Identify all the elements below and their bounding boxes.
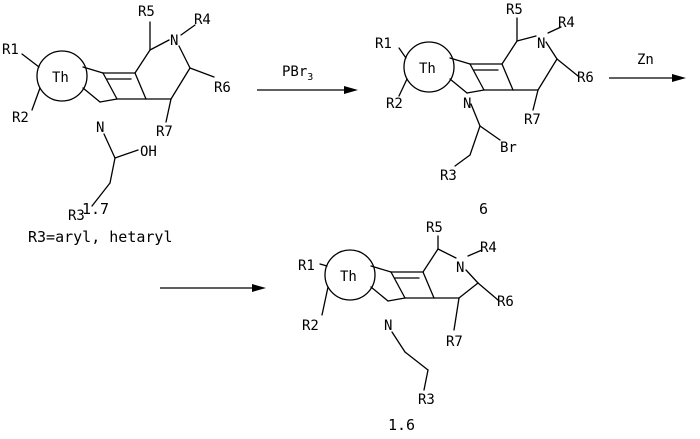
substituent-r6: R6 [577, 70, 594, 86]
ring-label-th: Th [52, 70, 69, 86]
compound-1-7: Th N N OH R1 R2 R3 R4 R5 R6 R7 1.7 R3=ar… [2, 4, 231, 246]
ring-n: N [456, 260, 464, 276]
substituent-r2: R2 [386, 96, 403, 112]
arrow-head [344, 86, 358, 94]
substituent-r1: R1 [298, 258, 315, 274]
pyrrole-n: N [96, 120, 104, 136]
substituent-r1: R1 [2, 42, 19, 58]
compound-number: 6 [479, 200, 488, 218]
substituent-r7: R7 [446, 334, 463, 350]
substituent-r2: R2 [302, 318, 319, 334]
substituent-r3: R3 [440, 168, 457, 184]
reagent-label: Zn [637, 52, 654, 68]
ring-label-th: Th [340, 269, 357, 285]
arrow-head [672, 74, 686, 82]
hydroxyl-label: OH [140, 144, 157, 160]
reaction-arrow-2: Zn [609, 52, 686, 82]
substituent-r5: R5 [506, 2, 523, 18]
reaction-arrow-1: PBr3 [257, 64, 358, 94]
substituent-r7: R7 [156, 124, 173, 140]
substituent-r4: R4 [194, 12, 211, 28]
compound-number: 1.6 [388, 416, 415, 434]
compound-1-7-bonds [22, 22, 214, 206]
substituent-r2: R2 [12, 110, 29, 126]
compound-1-6-bonds [320, 236, 498, 390]
pyrrole-n: N [463, 96, 471, 112]
reagent-pbr: PBr [282, 64, 307, 80]
reaction-arrow-3 [160, 284, 266, 292]
ring-label-th: Th [419, 61, 436, 77]
arrow-head [252, 284, 266, 292]
ring-n: N [537, 36, 545, 52]
reagent-label: PBr3 [282, 64, 313, 83]
reagent-subscript: 3 [307, 72, 313, 83]
r3-definition: R3=aryl, hetaryl [28, 228, 173, 246]
substituent-r5: R5 [138, 4, 155, 20]
compound-6-bonds [399, 18, 578, 166]
compound-1-6: Th N N R1 R2 R3 R4 R5 R6 R7 1.6 [298, 220, 514, 434]
compound-6: Th N N Br R1 R2 R3 R4 R5 R6 R7 6 [375, 2, 594, 218]
substituent-r3: R3 [418, 392, 435, 408]
substituent-r4: R4 [480, 240, 497, 256]
substituent-r1: R1 [375, 36, 392, 52]
substituent-r6: R6 [497, 294, 514, 310]
substituent-r6: R6 [214, 80, 231, 96]
pyrrole-n: N [384, 318, 392, 334]
substituent-r5: R5 [426, 220, 443, 236]
compound-number: 1.7 [82, 200, 109, 218]
substituent-r4: R4 [558, 15, 575, 31]
bromine-label: Br [500, 140, 517, 156]
substituent-r7: R7 [524, 112, 541, 128]
ring-n: N [170, 33, 178, 49]
